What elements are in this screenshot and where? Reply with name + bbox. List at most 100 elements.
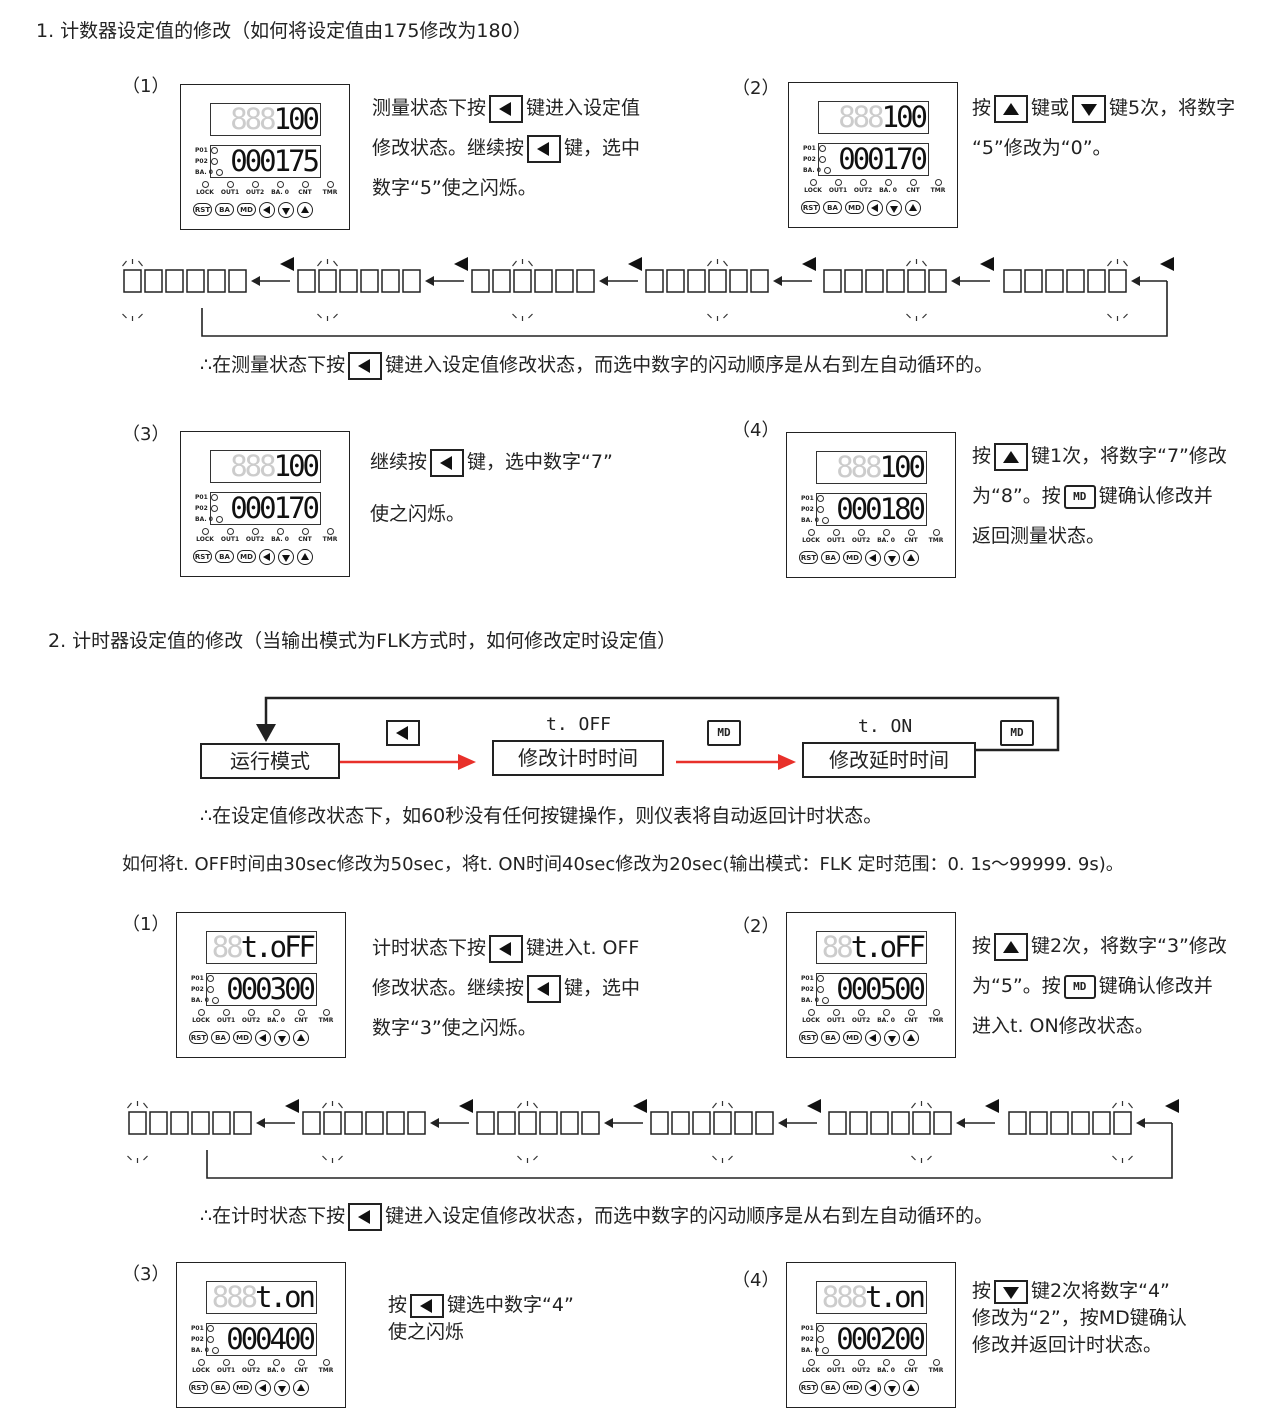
t-on-label: t. ON [858,716,913,737]
digit-box [471,269,490,293]
left-key-icon [410,1293,445,1318]
left-button-icon [255,1379,271,1396]
timeout-note: ∴在设定值修改状态下，如60秒没有任何按键操作，则仪表将自动返回计时状态。 [200,805,883,827]
rst-button: RST [193,550,212,563]
digit-box [339,269,358,293]
left-key-icon [1165,1099,1179,1113]
digit-box [1092,1111,1111,1135]
digit-box [1087,269,1106,293]
left-button-icon [259,548,275,565]
example-description: 如何将t. OFF时间由30sec修改为50sec，将t. ON时间40sec修… [122,854,1124,875]
down-key-icon [1072,94,1107,123]
blink-mark [723,313,728,319]
left-key-icon [628,257,642,271]
left-button-icon [255,1029,271,1046]
blink-mark [338,1102,343,1109]
digit-box [518,1111,537,1135]
up-button-icon [905,199,921,216]
blink-mark [1128,1102,1133,1109]
digit-box [191,1111,210,1135]
led-indicator: CNT [899,529,923,544]
digit-box [476,1111,495,1135]
blink-mark [723,260,728,267]
ba-button: BA [823,201,842,214]
led-indicator: LOCK [193,528,217,543]
digit-box [912,1111,931,1135]
left-key-icon [527,134,562,163]
digit-box [1113,1111,1132,1135]
digit-box [650,1111,669,1135]
md-button: MD [237,550,256,563]
digit-box [891,1111,910,1135]
section2-heading: 2. 计时器设定值的修改（当输出模式为FLK方式时，如何修改定时设定值） [48,630,677,652]
left-button-icon [867,199,883,216]
step-description: 按键选中数字“4” 使之闪烁 [388,1293,574,1343]
md-key-icon: MD [1063,974,1096,999]
led-indicator: TMR [924,1009,948,1024]
digit-box [729,269,748,293]
lcd-bottom: 000180 [816,493,927,526]
left-button-icon [865,549,881,566]
digit-box [692,1111,711,1135]
step-description: 按键或键5次，将数字 “5”修改为“0”。 [972,88,1235,168]
digit-box [823,269,842,293]
left-key-icon [633,1099,647,1113]
blink-mark [138,260,143,267]
blink-mark [533,1155,538,1161]
digit-box [849,1111,868,1135]
left-key-icon [430,448,465,477]
digit-box [228,269,247,293]
blink-mark [122,260,127,267]
left-key-icon [454,257,468,271]
lcd-top: 888t.on [206,1281,317,1314]
led-indicator: CNT [293,528,317,543]
left-button-icon [259,201,275,218]
digit-box [1071,1111,1090,1135]
cycle-arrowhead [251,276,260,286]
led-indicator: OUT1 [214,1359,238,1374]
blink-mark [143,1102,148,1109]
digit-box [870,1111,889,1135]
up-button-icon [293,1379,309,1396]
edit-timer-box: 修改计时时间 [492,740,664,776]
digit-box [1024,269,1043,293]
cycle-arrowhead [599,276,608,286]
left-key-icon [1160,257,1174,271]
up-button-icon [903,549,919,566]
left-key-icon [527,974,562,1003]
md-button: MD [843,1381,862,1394]
led-indicator: LOCK [189,1359,213,1374]
led-indicator: OUT1 [218,528,242,543]
blink-mark [911,1102,916,1109]
rst-button: RST [189,1381,208,1394]
led-indicator: CNT [901,179,925,194]
down-button-icon [274,1029,290,1046]
left-key-icon [489,94,524,123]
blink-mark [333,260,338,267]
led-indicator: OUT2 [849,1009,873,1024]
step-description: 按键2次将数字“4” 修改为“2”，按MD键确认 修改并返回计时状态。 [972,1279,1187,1356]
blink-mark [1112,1155,1117,1161]
led-indicator: LOCK [799,1359,823,1374]
rst-button: RST [189,1031,208,1044]
blink-mark [512,260,517,267]
digit-box [381,269,400,293]
up-button-icon [293,1029,309,1046]
digit-box [323,1111,342,1135]
digit-box [165,269,184,293]
cycle-arrowhead [778,1118,787,1128]
left-key-icon [807,1099,821,1113]
blink-mark [322,1155,327,1161]
blink-mark [906,313,911,319]
